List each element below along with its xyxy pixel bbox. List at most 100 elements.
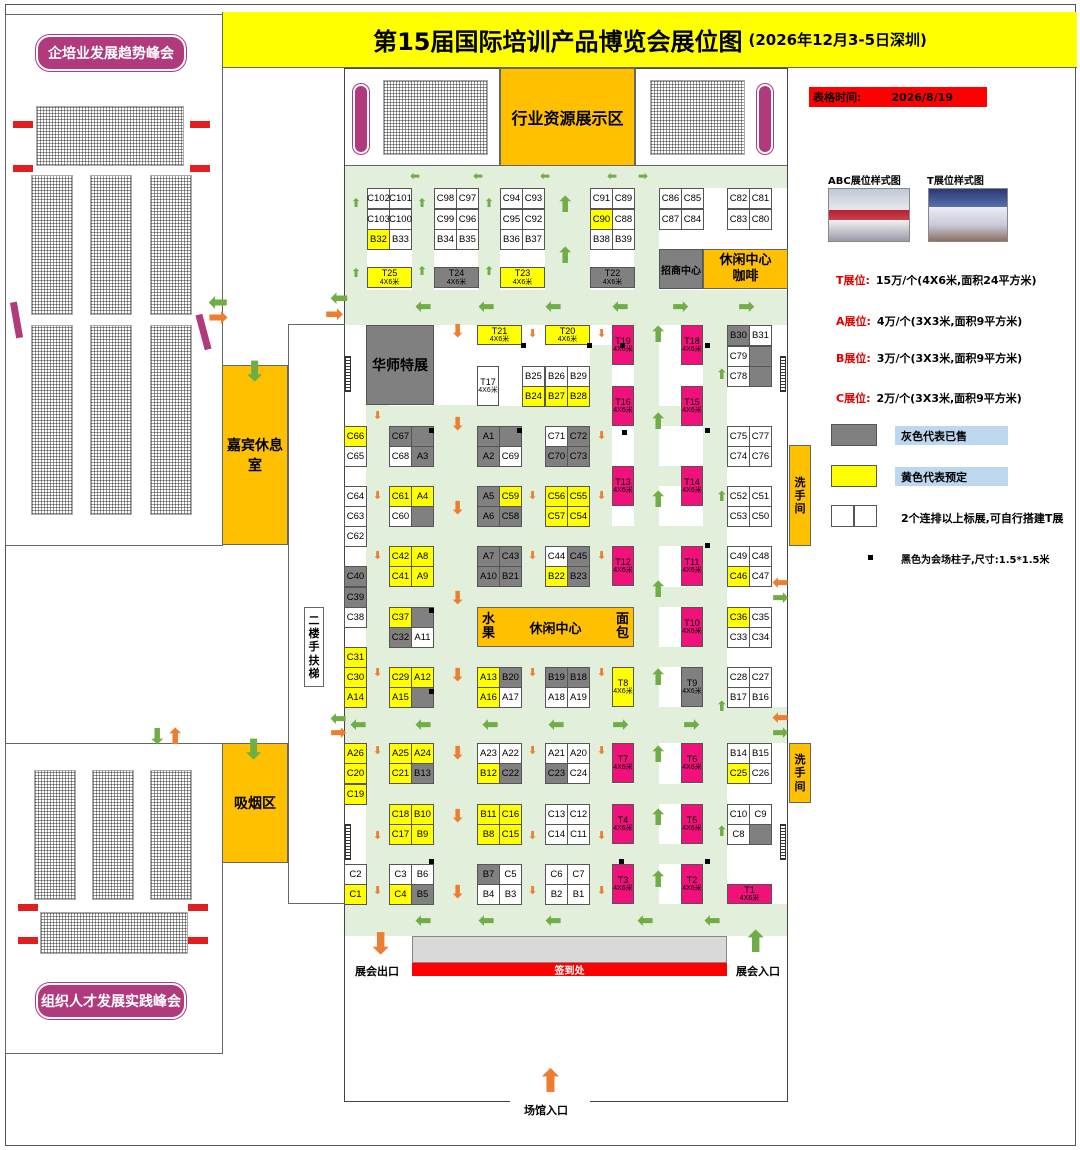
booth-a22: A22 (499, 743, 522, 764)
booth-b16: B16 (749, 687, 772, 708)
merchants-center: 招商中心 (659, 249, 703, 289)
booth-c22: C22 (499, 763, 522, 784)
seating-left-stage (383, 80, 488, 155)
abc-style-label: ABC展位样式图 (828, 176, 901, 187)
seating-block (90, 325, 132, 515)
booth-c5: C5 (499, 864, 522, 885)
booth-a14: A14 (344, 687, 367, 708)
aisle-row (366, 844, 726, 864)
booth-c18: C18 (389, 804, 412, 825)
booth-c75: C75 (727, 426, 750, 447)
booth-c48: C48 (749, 546, 772, 567)
seating-block (150, 175, 192, 315)
pillar (587, 343, 592, 348)
booth-b32: B32 (367, 229, 390, 250)
booth-b4: B4 (477, 884, 500, 905)
booth-c54: C54 (567, 506, 590, 527)
flow-arrow-icon: ⬅ (482, 712, 499, 736)
t-booth-photo (928, 188, 1008, 242)
flow-arrow-icon: ⬅ (772, 570, 789, 594)
booth-a7: A7 (477, 546, 500, 567)
seat-tag (188, 937, 208, 944)
booth-c61: C61 (389, 486, 412, 507)
door-marker (780, 824, 786, 860)
booth-b11: B11 (477, 804, 500, 825)
pillar (517, 428, 522, 433)
booth-b8: B8 (477, 824, 500, 845)
seating-top-rows (36, 106, 184, 166)
booth-c92: C92 (522, 209, 545, 230)
flow-arrow-icon: ⬇ (373, 409, 383, 422)
booth-a20: A20 (567, 743, 590, 764)
booth-id: T17 (480, 376, 496, 387)
booth-c76: C76 (749, 446, 772, 467)
flow-arrow-icon: ⬅ (612, 294, 629, 318)
flow-arrow-icon: ⬆ (649, 743, 668, 768)
booth-c62: C62 (344, 526, 367, 547)
aisle-col (345, 188, 367, 290)
flow-arrow-icon: ⬇ (528, 327, 538, 340)
booth-a5: A5 (477, 486, 500, 507)
pillar (429, 608, 434, 613)
flow-arrow-icon: ⬆ (417, 264, 428, 278)
price-value: 2万/个(3X3米,面积9平方米) (876, 392, 1022, 405)
price-key: A展位: (836, 315, 871, 328)
booth-c91: C91 (590, 188, 613, 209)
seat-tag (13, 121, 33, 128)
seating-block (150, 325, 192, 515)
booth-a13: A13 (477, 667, 500, 688)
booth-size: 4X6米 (682, 407, 702, 415)
forum-title-top: 企培业发展趋势峰会 (36, 35, 186, 71)
booth-size: 4X6米 (613, 407, 633, 415)
flow-arrow-icon: ⬆ (166, 725, 185, 750)
seating-front-rows (40, 912, 188, 954)
booth-size: 4X6米 (557, 336, 578, 344)
flow-arrow-icon: ⬇ (373, 829, 383, 842)
booth-c101: C101 (389, 188, 412, 209)
booth-b6: B6 (411, 864, 434, 885)
industry-resource-zone: 行业资源展示区 (500, 68, 635, 166)
flow-arrow-icon: ⬅ (540, 169, 551, 183)
booth-c10: C10 (727, 804, 750, 825)
booth-b28: B28 (567, 386, 590, 407)
booth-a15: A15 (389, 687, 412, 708)
seat-tag (190, 121, 210, 128)
booth-c7: C7 (567, 864, 590, 885)
booth-id: T4 (617, 814, 629, 825)
booth-c12: C12 (567, 804, 590, 825)
flow-arrow-icon: ⬆ (484, 264, 495, 278)
booth-c90: C90 (590, 209, 613, 230)
update-time-bar: 表格时间: 2026/8/19 (809, 87, 987, 107)
flow-arrow-icon: ⬆ (417, 196, 428, 210)
booth-c84: C84 (681, 209, 704, 230)
booth-a11: A11 (411, 627, 434, 648)
flow-arrow-icon: ⬅ (637, 908, 654, 932)
price-value: 4万/个(3X3米,面积9平方米) (876, 315, 1023, 328)
page-title: 第15届国际培训产品博览会展位图 (373, 28, 743, 56)
aisle-col (545, 188, 590, 290)
forum-title-bottom: 组织人才发展实践峰会 (36, 983, 186, 1019)
gray-legend: 灰色代表已售 (895, 426, 1008, 445)
booth-size: 4X6米 (613, 346, 633, 354)
door-marker (345, 356, 351, 392)
booth-c36: C36 (727, 607, 750, 628)
booth-a6: A6 (477, 506, 500, 527)
flow-arrow-icon: ⬅ (704, 908, 721, 932)
booth-id: T10 (684, 617, 700, 628)
booth-size: 4X6米 (613, 825, 633, 833)
aisle-row (366, 466, 726, 486)
door-marker (345, 824, 351, 860)
queue-area (412, 936, 727, 963)
flow-arrow-icon: ⬇ (528, 829, 538, 842)
booth-c27: C27 (749, 667, 772, 688)
title-bar: 第15届国际培训产品博览会展位图 (2026年12月3-5日深圳) (222, 12, 1077, 68)
pillar (429, 428, 434, 433)
